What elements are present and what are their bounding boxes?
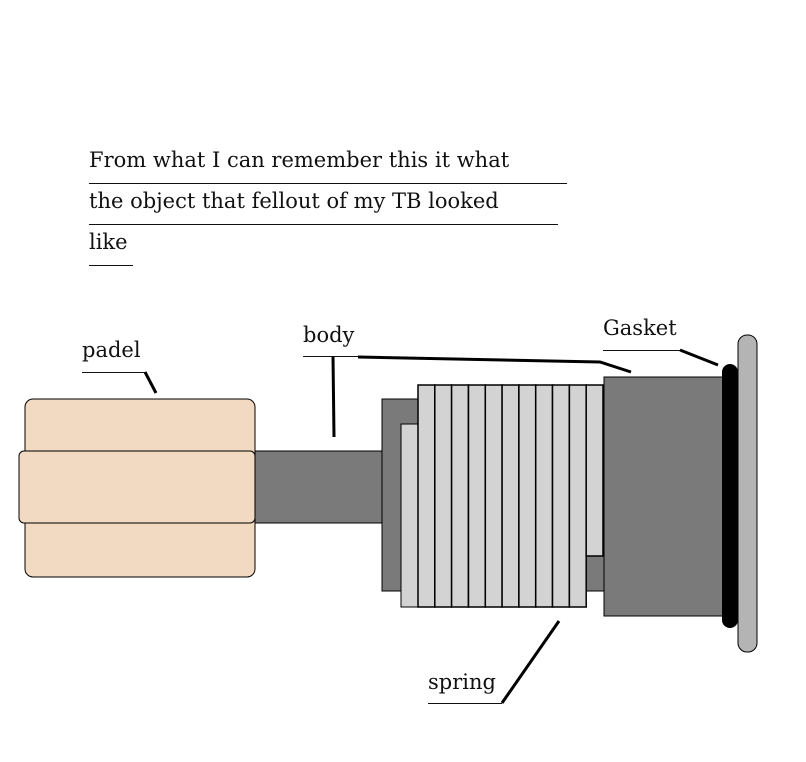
housing bbox=[603, 376, 726, 617]
padel-band bbox=[18, 450, 256, 524]
label-padel-underline bbox=[82, 372, 145, 373]
spring-coil bbox=[501, 384, 520, 608]
end-flange bbox=[737, 334, 758, 653]
gasket-leader bbox=[679, 348, 719, 367]
caption-underline-1 bbox=[89, 183, 567, 184]
spring-coil bbox=[434, 384, 453, 608]
body-shaft bbox=[254, 450, 386, 524]
label-gasket-underline bbox=[603, 350, 680, 351]
spring-coil bbox=[551, 384, 571, 608]
padel-leader bbox=[143, 371, 158, 394]
spring-coil bbox=[585, 384, 604, 557]
label-spring: spring bbox=[428, 670, 496, 694]
spring-coil bbox=[467, 384, 487, 608]
label-body-underline bbox=[303, 356, 359, 357]
body-leader-vertical bbox=[331, 355, 336, 438]
spring-coil bbox=[568, 384, 587, 608]
spring-coil bbox=[450, 384, 470, 608]
label-body: body bbox=[303, 323, 355, 347]
spring bbox=[400, 384, 604, 608]
padel bbox=[18, 398, 256, 578]
caption-underline-2 bbox=[89, 224, 558, 225]
spring-back-plate bbox=[400, 423, 421, 608]
label-spring-underline bbox=[428, 703, 502, 704]
spring-coil bbox=[484, 384, 503, 608]
body-leader-to-housing bbox=[357, 355, 632, 374]
label-padel: padel bbox=[82, 338, 141, 362]
caption-line-2: the object that fellout of my TB looked bbox=[89, 189, 499, 213]
spring-coil bbox=[417, 384, 436, 608]
body-inner-block bbox=[584, 555, 606, 592]
caption-line-1: From what I can remember this it what bbox=[89, 148, 510, 172]
label-gasket: Gasket bbox=[603, 316, 677, 340]
spring-leader bbox=[500, 620, 561, 704]
caption-underline-3 bbox=[89, 265, 133, 266]
spring-coil bbox=[518, 384, 537, 608]
caption-line-3: like bbox=[89, 230, 128, 254]
spring-coil bbox=[534, 384, 554, 608]
gasket bbox=[722, 364, 738, 628]
